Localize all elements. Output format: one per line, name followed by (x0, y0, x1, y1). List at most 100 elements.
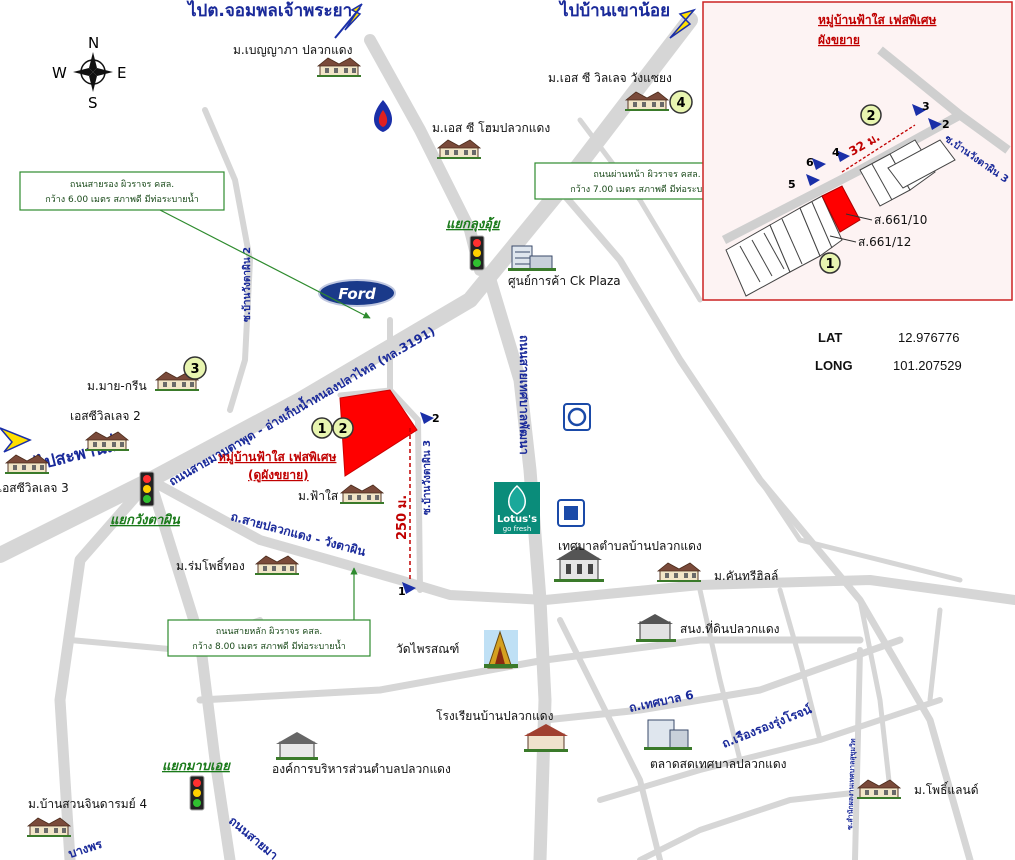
badge-project-1: 1 (317, 422, 326, 437)
label-ckplaza: ศูนย์การค้า Ck Plaza (508, 274, 621, 289)
road-diagonal-main (0, 12, 698, 563)
arrow-top-mid-icon (669, 8, 697, 39)
label-romphothong: ม.ร่มโพธิ์ทอง (176, 557, 245, 573)
road-bottom-5 (557, 617, 663, 860)
municipality-building-icon (554, 546, 604, 582)
inset-badge-2-icon (860, 104, 882, 126)
badge-3: 3 (190, 362, 199, 377)
inset-nav-3: 3 (922, 100, 930, 113)
compass-w: W (52, 64, 67, 82)
road-wang2 (202, 107, 253, 413)
ford-logo-icon: Ford (318, 279, 396, 307)
inset-badge-1: 1 (825, 257, 834, 272)
label-suanjindarom: ม.บ้านสวนจินดารมย์ 4 (28, 797, 147, 811)
label-market: ตลาดสดเทศบาลปลวกแดง (650, 757, 787, 771)
nav-marker-2: 2 (432, 412, 440, 425)
inset-subtitle: ผังขยาย (818, 33, 860, 47)
badge-project-2-icon (332, 417, 354, 439)
house-sc-home-icon (436, 139, 482, 160)
nav-marker-1: 1 (398, 585, 406, 598)
note-secondary-road-line1: ถนนสายรอง ผิวราจร คสล. (70, 179, 174, 190)
market-building-icon (644, 719, 692, 750)
inset-nav-4: 4 (832, 146, 840, 159)
inset-nav-2: 2 (942, 118, 950, 131)
intersection-mabuey: แยกมาบเอย (162, 759, 231, 774)
direction-top-mid: ไปบ้านเขาน้อย (558, 0, 670, 21)
road-bottom-2 (541, 636, 904, 724)
road-north-mid (577, 117, 703, 303)
road-bottom-4 (637, 787, 883, 860)
project-name: หมู่บ้านฟ้าใส เฟสพิเศษ (218, 449, 337, 465)
label-sc-village3: เอสซีวิลเลจ 3 (0, 481, 69, 495)
note-secondary-road: ถนนสายรอง ผิวราจร คสล. กว้าง 6.00 เมตร ส… (19, 171, 371, 319)
lotus-logo-icon (494, 482, 540, 534)
road-label-wang3: ซ.บ้านวังตาผิน 3 (421, 440, 433, 515)
badge-3-icon (183, 356, 207, 380)
badge-project-1-icon (311, 417, 333, 439)
road-right-vertical (852, 647, 863, 860)
label-pholand: ม.โพธิ์แลนด์ (914, 781, 979, 797)
long-label: LONG (815, 358, 853, 373)
road-bottom-10 (757, 477, 963, 583)
direction-top-left: ไปต.จอมพลเจ้าพระยา (186, 0, 352, 21)
badge-4: 4 (676, 96, 685, 111)
road-wang3 (387, 317, 423, 593)
inset-lot2: ส.661/12 (858, 235, 911, 249)
road-bottom-8 (857, 597, 893, 793)
inset-panel: หมู่บ้านฟ้าใส เฟสพิเศษ ผังขยาย 32 ม. ส.6… (702, 1, 1013, 301)
compass-e: E (117, 64, 126, 82)
ptt-logo-icon (373, 100, 393, 132)
road-label-wang2: ซ.บ้านวังตาผิน 2 (241, 247, 253, 322)
road-network (0, 12, 1015, 860)
distance-label: 250 ม. (395, 495, 410, 540)
intersection-lungui: แยกลุงอุ้ย (446, 216, 501, 232)
ckplaza-building-icon (508, 245, 556, 271)
label-municipality: เทศบาลตำบลบ้านปลวกแดง (558, 539, 702, 553)
road-bottom-9 (927, 607, 943, 703)
house-pholand-icon (856, 779, 902, 800)
label-fasai: ม.ฟ้าใส (298, 489, 339, 503)
school-building-icon (524, 724, 568, 752)
bank-krungthai-icon (563, 403, 591, 431)
note-main-road-line2: กว้าง 8.00 เมตร สภาพดี มีท่อระบายน้ำ (192, 639, 346, 652)
inset-badge-2: 2 (866, 109, 875, 124)
ford-logo-text: Ford (338, 285, 376, 303)
lotus-logo-subtext: go fresh (503, 525, 532, 533)
label-temple: วัดไพรสณฑ์ (396, 642, 459, 656)
compass-s: S (88, 94, 98, 112)
compass-n: N (88, 34, 99, 52)
label-school: โรงเรียนบ้านปลวกแดง (436, 709, 553, 723)
road-bottom-7 (777, 587, 823, 743)
road-west-down (54, 474, 156, 860)
note-main-road-line1: ถนนสายหลัก ผิวราจร คสล. (216, 626, 322, 637)
house-benyapa-icon (316, 57, 362, 78)
obt-building-icon (276, 732, 318, 760)
arrow-top-left-icon (334, 3, 363, 39)
inset-title: หมู่บ้านฟ้าใส เฟสพิเศษ (818, 12, 937, 28)
lat-value: 12.976776 (898, 330, 959, 345)
road-label-tessaban-phatthana: ถนนสายเทศบาลพัฒนา (517, 335, 531, 455)
label-sc-home: ม.เอส ซี โฮมปลวกแดง (432, 121, 550, 135)
road-bottom-6 (697, 587, 743, 763)
arrow-left-icon (0, 427, 32, 453)
label-sc-village: ม.เอส ซี วิลเลจ วังแซยง (548, 71, 672, 85)
traffic-light-mabuey-icon (189, 775, 205, 811)
note-main-road: ถนนสายหลัก ผิวราจร คสล. กว้าง 8.00 เมตร … (167, 567, 371, 657)
label-land-office: สนง.ที่ดินปลวกแดง (680, 620, 779, 636)
label-sc-village2: เอสซีวิลเลจ 2 (70, 409, 141, 423)
note-secondary-road-line2: กว้าง 6.00 เมตร สภาพดี มีท่อระบายน้ำ (45, 192, 199, 205)
house-kanthree-icon (656, 562, 702, 583)
intersection-wangtaphin: แยกวังตาผิน (110, 513, 181, 528)
compass-icon (73, 52, 113, 92)
traffic-light-wangtaphin-icon (139, 471, 155, 507)
temple-icon (484, 630, 518, 669)
road-bottom-1 (196, 636, 864, 704)
house-sc-village2-icon (84, 431, 130, 452)
label-my-green: ม.มาย-กรีน (87, 379, 147, 393)
house-fasai-icon (339, 484, 385, 505)
project-area (339, 389, 418, 477)
label-obt: องค์การบริหารส่วนตำบลปลวกแดง (272, 762, 451, 776)
land-office-building-icon (636, 614, 676, 642)
note-front-road-line1: ถนนผ่านหน้า ผิวราจร คสล. (593, 169, 700, 180)
